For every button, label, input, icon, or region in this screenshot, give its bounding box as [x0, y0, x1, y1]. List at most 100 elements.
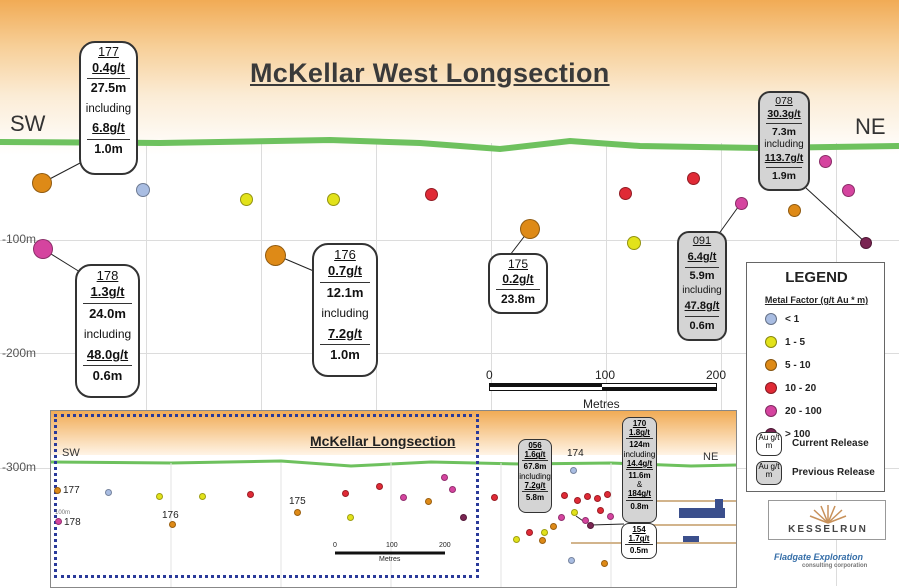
intercept-dot: [327, 193, 340, 206]
callout-separator: [320, 344, 370, 345]
callout-separator: [87, 138, 130, 140]
inset-dot: [105, 489, 112, 496]
inset-dot: [587, 522, 594, 529]
grade-2: 48.0g/t: [86, 346, 129, 362]
inset-graphics: [51, 459, 736, 587]
inset-hole-label: 175: [289, 496, 306, 507]
width-2: 11.6m: [628, 470, 651, 480]
grid-line: [0, 240, 899, 241]
scale-bar-frame: [489, 383, 717, 391]
inset-dot: [460, 514, 467, 521]
inset-callout-hole-170: 170 1.8g/t 124m including 14.4g/t 11.6m …: [622, 417, 657, 523]
callout-separator: [522, 490, 548, 492]
grid-line: [606, 143, 607, 586]
legend-swatch: [765, 336, 777, 348]
intercept-dot: [265, 245, 286, 266]
inset-dot: [55, 518, 62, 525]
inset-dot: [425, 498, 432, 505]
inset-dot: [156, 493, 163, 500]
kesselrun-logo-text: KESSELRUN: [788, 524, 868, 535]
width: 7.3m: [772, 126, 796, 139]
intercept-dot: [819, 155, 832, 168]
callout-separator: [625, 544, 653, 546]
legend-subtitle: Metal Factor (g/t Au * m): [764, 295, 869, 305]
intercept-dot: [687, 172, 700, 185]
intercept-dot: [842, 184, 855, 197]
inset-dot: [607, 513, 614, 520]
inset-dot: [561, 492, 568, 499]
scale-tick: 100: [595, 368, 616, 382]
hole-id: 170: [632, 419, 647, 428]
width: 24.0m: [89, 305, 126, 321]
callout-separator: [766, 167, 802, 168]
inset-underground-workings: [715, 499, 723, 517]
direction-ne: NE: [855, 114, 886, 139]
inset-hole-label: 177: [63, 485, 80, 496]
intercept-dot: [33, 239, 53, 259]
grid-line: [146, 143, 147, 586]
callout-separator: [685, 266, 719, 268]
grid-line: [0, 353, 899, 354]
inset-callout-hole-154: 154 1.7g/t 0.5m: [621, 523, 657, 559]
including-label: including: [85, 102, 132, 115]
inset-depth-label: 100m: [55, 510, 71, 516]
inset-dot: [550, 523, 557, 530]
intercept-dot: [240, 193, 253, 206]
inset-underground-workings: [679, 508, 725, 518]
legend-label: 10 - 20: [785, 383, 817, 394]
grade: 1.3g/t: [90, 284, 125, 300]
inset-dot: [294, 509, 301, 516]
depth-label: -100m: [2, 232, 37, 246]
hole-id: 056: [528, 441, 542, 450]
including-label: including: [321, 305, 369, 320]
kesselrun-logo: KESSELRUN: [768, 500, 886, 540]
including-label: including: [83, 326, 132, 341]
hole-id: 176: [334, 247, 356, 262]
hole-id: 178: [96, 268, 119, 283]
ampersand: &: [636, 480, 643, 490]
intercept-dot: [735, 197, 748, 210]
legend-label: 20 - 100: [785, 406, 822, 417]
intercept-dot: [788, 204, 801, 217]
inset-scale-tick: 200: [439, 542, 451, 549]
inset-scale-tick: 0: [333, 542, 337, 549]
grid-line: [491, 143, 492, 586]
callout-separator: [496, 289, 540, 290]
legend-swatch: [765, 405, 777, 417]
including-label: including: [519, 471, 551, 481]
inset-dot: [449, 486, 456, 493]
inset-direction-sw: SW: [62, 447, 80, 459]
inset-dot: [441, 474, 448, 481]
grade-2: 6.8g/t: [92, 121, 125, 136]
inset-dot: [247, 491, 254, 498]
direction-sw: SW: [10, 111, 46, 136]
hole-id: 091: [692, 235, 712, 247]
inset-scale-tick: 100: [386, 542, 398, 549]
callout-hole-178: 178 1.3g/t 24.0m including 48.0g/t 0.6m: [75, 264, 140, 398]
width-2: 5.8m: [525, 492, 545, 502]
callout-separator: [766, 123, 802, 125]
grade-2: 7.2g/t: [524, 480, 546, 490]
inset-leader: [590, 523, 625, 526]
callout-separator: [83, 365, 132, 366]
intercept-dot: [136, 183, 150, 197]
inset-dot: [604, 491, 611, 498]
inset-dot: [54, 487, 61, 494]
depth-label: -200m: [2, 346, 37, 360]
grade-2: 14.4g/t: [626, 458, 653, 468]
scale-tick: 200: [706, 368, 727, 382]
inset-direction-ne: NE: [703, 451, 719, 463]
inset-dot: [601, 560, 608, 567]
hole-id: 175: [507, 257, 529, 271]
legend-swatch: [765, 313, 777, 325]
grade-2: 113.7g/t: [764, 151, 804, 164]
width: 12.1m: [326, 284, 364, 300]
width-3: 0.8m: [630, 501, 649, 511]
sunburst-icon: [809, 505, 847, 524]
grade: 0.2g/t: [502, 272, 534, 286]
width: 5.9m: [689, 269, 715, 282]
grade-2: 47.8g/t: [684, 299, 720, 312]
